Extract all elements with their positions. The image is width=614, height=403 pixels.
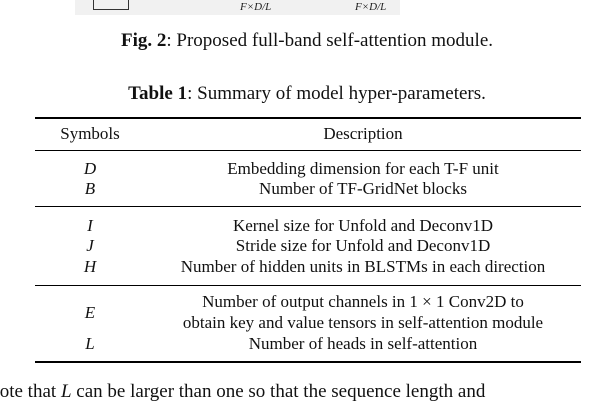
symbol: E [84, 303, 96, 322]
group-rule [35, 206, 581, 207]
table-caption-text: : Summary of model hyper-parameters. [187, 83, 486, 104]
symbol: D [83, 159, 97, 178]
description: Embedding dimension for each T-F unit [227, 159, 499, 178]
table-caption-label: Table 1 [128, 83, 188, 104]
description: Stride size for Unfold and Deconv1D [235, 236, 491, 255]
figure-box [93, 0, 129, 10]
body-text-part: Note that [0, 381, 57, 402]
description: obtain key and value tensors in self-att… [182, 313, 544, 332]
group-rule [35, 285, 581, 286]
body-text-variable: L [60, 381, 72, 402]
header-rule [35, 150, 581, 151]
figure-caption-label: Fig. 2 [120, 30, 167, 51]
symbol: B [84, 179, 96, 198]
description: Kernel size for Unfold and Deconv1D [232, 216, 494, 235]
figure-caption: Fig. 2: Proposed full-band self-attentio… [0, 30, 614, 52]
description: Number of output channels in 1 × 1 Conv2… [202, 292, 524, 311]
symbol: J [86, 236, 94, 255]
symbol: H [83, 257, 97, 276]
figure-label: F×D/L [355, 1, 387, 13]
symbol: I [87, 216, 93, 235]
table-bottom-rule [35, 361, 581, 363]
body-text: Note that L can be larger than one so th… [0, 381, 485, 403]
figure-fragment: F×D/L F×D/L [75, 0, 400, 15]
table-top-rule [35, 117, 581, 119]
header-symbols: Symbols [60, 124, 120, 143]
description: Number of hidden units in BLSTMs in each… [180, 257, 546, 276]
table-caption: Table 1: Summary of model hyper-paramete… [0, 83, 614, 105]
symbol: L [85, 334, 95, 353]
body-text-part: can be larger than one so that the seque… [71, 381, 486, 402]
description: Number of heads in self-attention [248, 334, 478, 353]
figure-label: F×D/L [240, 1, 272, 13]
description: Number of TF-GridNet blocks [259, 179, 467, 198]
header-description: Description [323, 124, 403, 143]
figure-caption-text: : Proposed full-band self-attention modu… [166, 30, 494, 51]
